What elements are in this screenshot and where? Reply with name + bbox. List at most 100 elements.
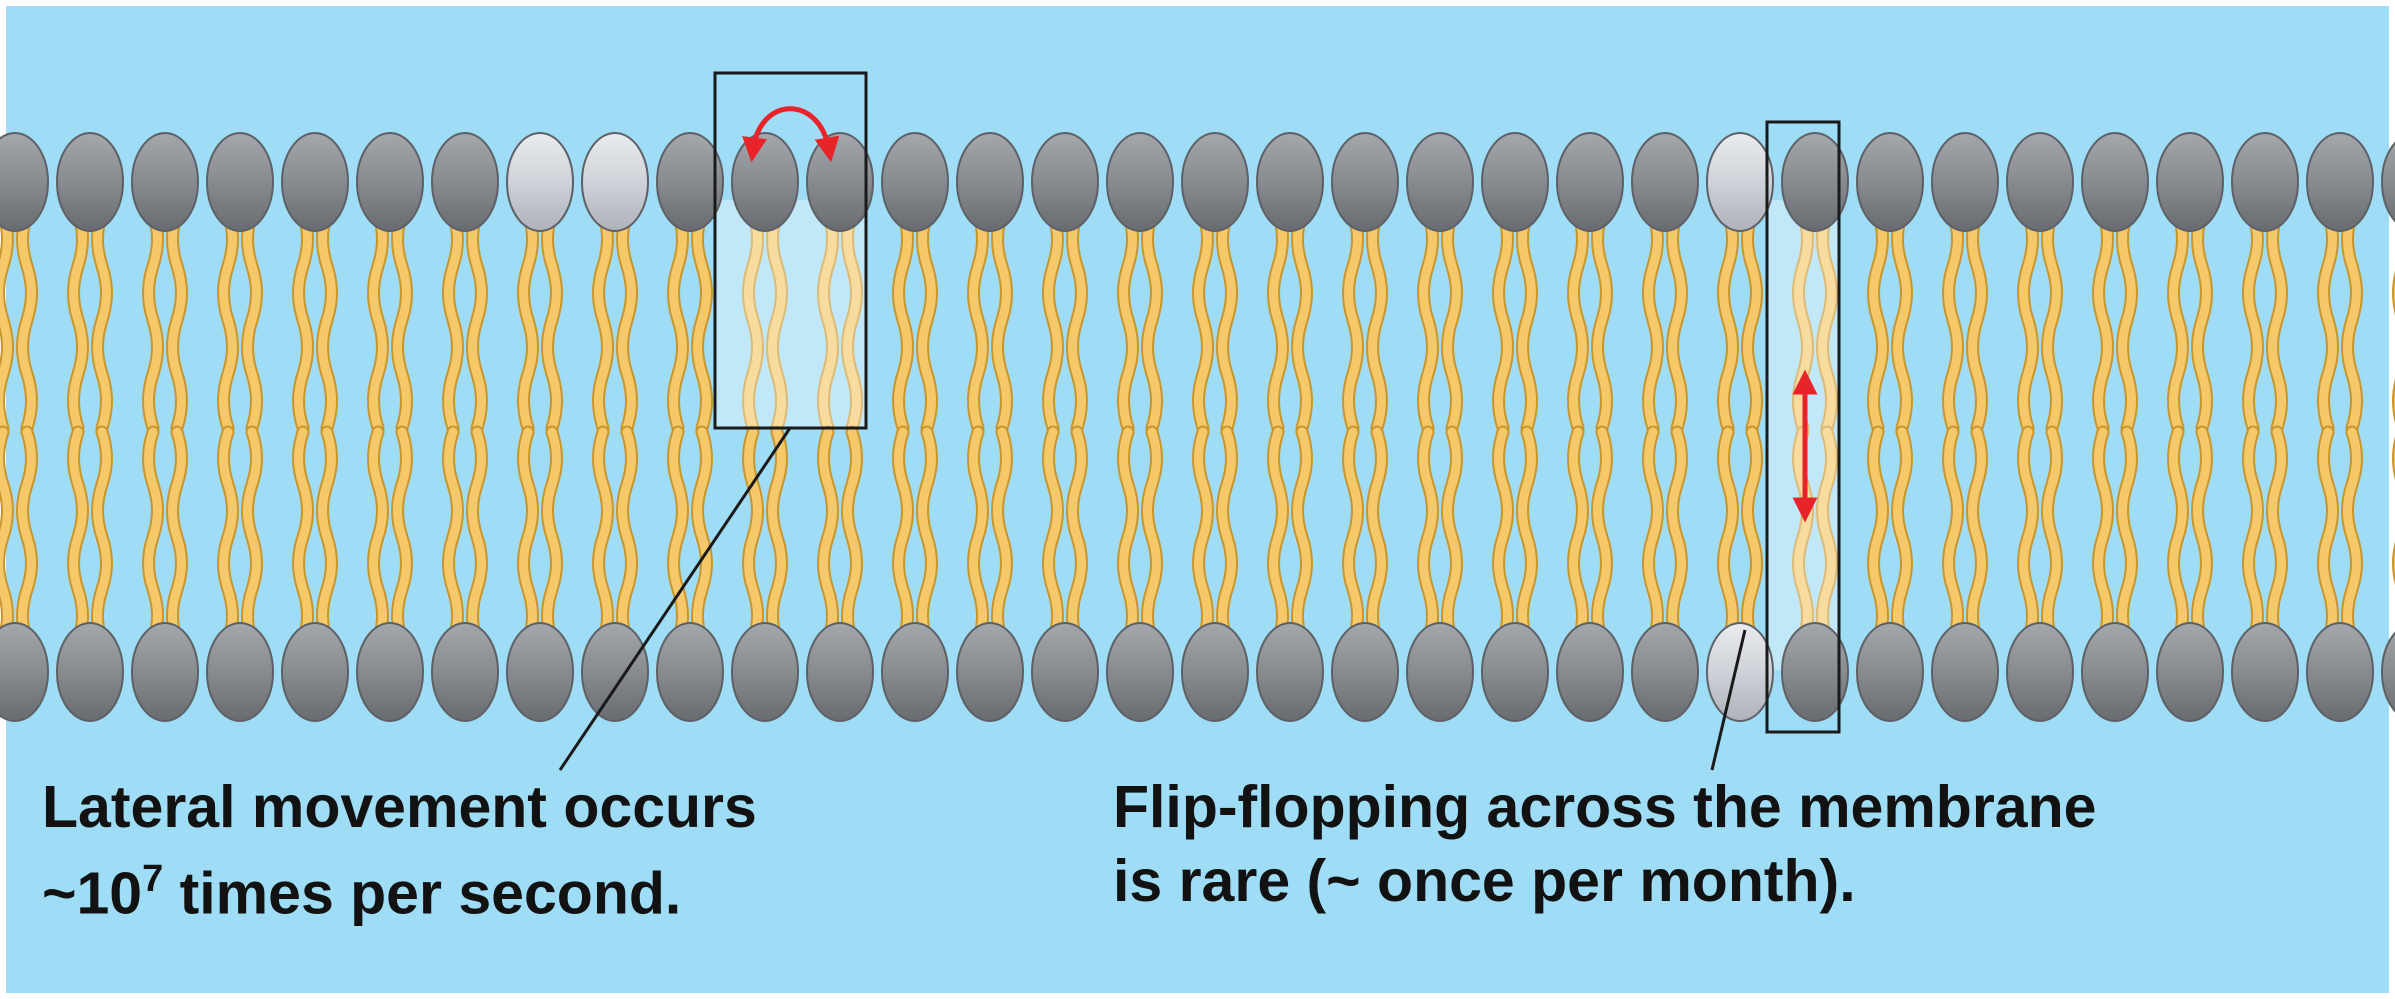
fatty-acid-tail-fill — [2319, 207, 2337, 433]
fatty-acid-tail-fill — [93, 207, 111, 433]
lateral-caption-prefix: ~10 — [42, 860, 143, 927]
fatty-acid-tail-fill — [969, 207, 987, 433]
fatty-acid-tail-fill — [1893, 207, 1911, 433]
phospholipid-head — [1031, 132, 1099, 232]
fatty-acid-tail-fill — [1344, 427, 1362, 647]
phospholipid-head — [1556, 132, 1624, 232]
fatty-acid-tail-fill — [243, 427, 261, 647]
phospholipid-head — [206, 622, 274, 722]
fatty-acid-tail-fill — [2193, 207, 2211, 433]
fatty-acid-tail-fill — [168, 207, 186, 433]
fatty-acid-tail-fill — [93, 427, 111, 647]
phospholipid-head — [1406, 622, 1474, 722]
phospholipid-head — [2156, 132, 2224, 232]
fatty-acid-tail-fill — [2268, 207, 2286, 433]
fatty-acid-tail-fill — [168, 427, 186, 647]
fatty-acid-tail-fill — [894, 207, 912, 433]
fatty-acid-tail-fill — [519, 427, 537, 647]
phospholipid-head — [206, 132, 274, 232]
fatty-acid-tail-fill — [843, 207, 861, 433]
phospholipid-head — [506, 622, 574, 722]
fatty-acid-tail-fill — [819, 207, 837, 433]
fatty-acid-tail-fill — [1668, 207, 1686, 433]
phospholipid-head — [581, 622, 649, 722]
fatty-acid-tail-fill — [1743, 427, 1761, 647]
fatty-acid-tail-fill — [2169, 207, 2187, 433]
fatty-acid-tail-fill — [1518, 207, 1536, 433]
fatty-acid-tail-fill — [1044, 427, 1062, 647]
highlighted-phospholipid-head — [1706, 622, 1774, 722]
fatty-acid-tail-fill — [594, 207, 612, 433]
fatty-acid-tail-fill — [1344, 207, 1362, 433]
fatty-acid-tail-fill — [1494, 427, 1512, 647]
fatty-acid-tail-fill — [618, 207, 636, 433]
phospholipid-head — [2306, 132, 2374, 232]
phospholipid-head — [56, 132, 124, 232]
fatty-acid-tail-fill — [1818, 427, 1836, 647]
phospholipid-head — [1106, 132, 1174, 232]
phospholipid-head — [356, 622, 424, 722]
fatty-acid-tail-fill — [2094, 427, 2112, 647]
phospholipid-head — [2381, 631, 2395, 713]
fatty-acid-tail-fill — [669, 427, 687, 647]
phospholipid-head — [731, 132, 799, 232]
fatty-acid-tail-fill — [1893, 427, 1911, 647]
phospholipid-head — [2231, 622, 2299, 722]
phospholipid-head — [431, 132, 499, 232]
phospholipid-head — [0, 622, 49, 722]
phospholipid-head — [1556, 622, 1624, 722]
phospholipid-head — [2006, 132, 2074, 232]
fatty-acid-tail-fill — [294, 427, 312, 647]
flip-flop-caption: Flip-flopping across the membrane is rar… — [1113, 770, 2096, 918]
fatty-acid-tail-fill — [1593, 427, 1611, 647]
fatty-acid-tail-fill — [543, 427, 561, 647]
fatty-acid-tail-fill — [2343, 207, 2361, 433]
lateral-caption-line2: ~107 times per second. — [42, 844, 757, 931]
phospholipid-head — [2381, 141, 2395, 223]
fatty-acid-tail-fill — [2244, 427, 2262, 647]
phospholipid-head — [1931, 622, 1999, 722]
fatty-acid-tail-fill — [2043, 427, 2061, 647]
fatty-acid-tail-fill — [1419, 207, 1437, 433]
phospholipid-head — [2156, 622, 2224, 722]
lateral-movement-box — [713, 71, 868, 430]
flip-leader-line — [1710, 629, 1747, 771]
fatty-acid-tail-fill — [1068, 207, 1086, 433]
fatty-acid-tail-fill — [2343, 427, 2361, 647]
fatty-acid-tail-fill — [918, 207, 936, 433]
fatty-acid-tail-fill — [1518, 427, 1536, 647]
fatty-acid-tail-fill — [318, 207, 336, 433]
phospholipid-head — [1856, 622, 1924, 722]
fatty-acid-tail-fill — [1869, 427, 1887, 647]
highlighted-phospholipid-head — [581, 132, 649, 232]
fatty-acid-tail-fill — [1044, 207, 1062, 433]
fatty-acid-tail-fill — [519, 207, 537, 433]
phospholipid-head — [806, 622, 874, 722]
fatty-acid-tail-fill — [1644, 427, 1662, 647]
fatty-acid-tail-fill — [1668, 427, 1686, 647]
fatty-acid-tail-fill — [294, 207, 312, 433]
phospholipid-head — [1106, 622, 1174, 722]
phospholipid-head — [281, 132, 349, 232]
fatty-acid-tail-fill — [1419, 427, 1437, 647]
fatty-acid-tail-fill — [1119, 427, 1137, 647]
phospholipid-head — [131, 622, 199, 722]
phospholipid-head — [806, 132, 874, 232]
fatty-acid-tail-fill — [1944, 427, 1962, 647]
phospholipid-head — [0, 132, 49, 232]
fatty-acid-tail-fill — [2118, 207, 2136, 433]
fatty-acid-tail-fill — [468, 207, 486, 433]
phospholipid-head — [1481, 132, 1549, 232]
fatty-acid-tail-fill — [1719, 207, 1737, 433]
fatty-acid-tail-fill — [2019, 207, 2037, 433]
phospholipid-head — [1406, 132, 1474, 232]
phospholipid-head — [881, 132, 949, 232]
highlighted-phospholipid-head — [1706, 132, 1774, 232]
fatty-acid-tail-fill — [894, 427, 912, 647]
phospholipid-head — [1631, 132, 1699, 232]
fatty-acid-tail-fill — [843, 427, 861, 647]
lateral-leader-line — [558, 427, 792, 771]
phospholipid-head — [56, 622, 124, 722]
